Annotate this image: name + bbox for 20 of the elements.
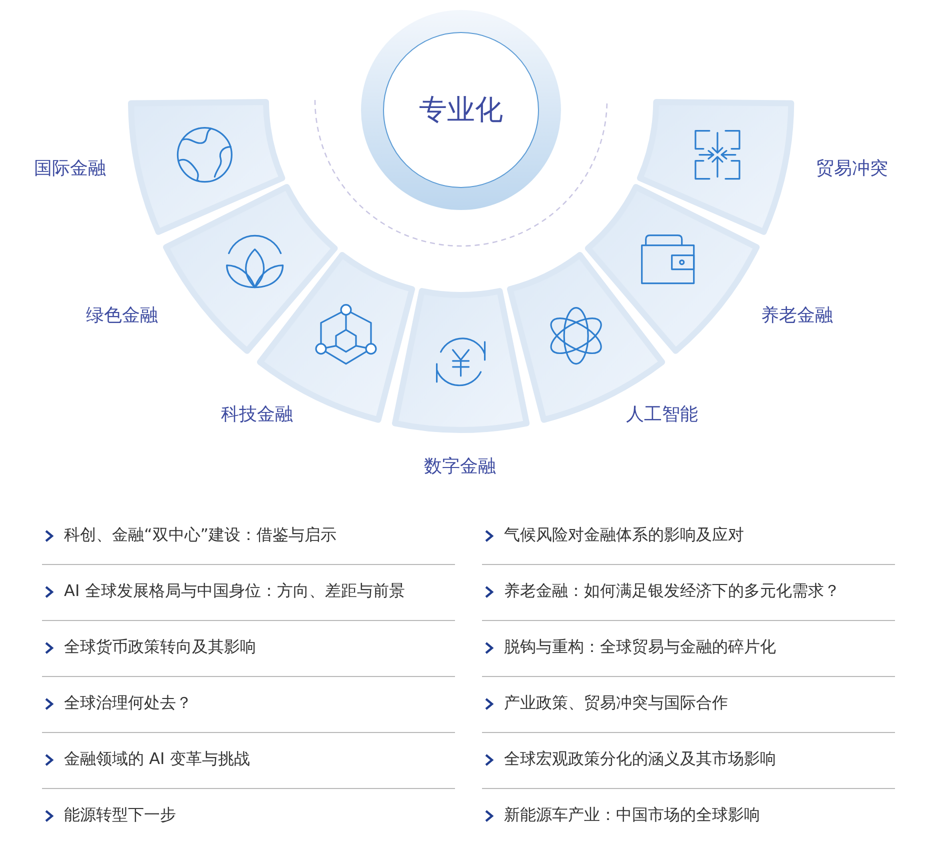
topic-item: 全球宏观政策分化的涵义及其市场影响 (504, 749, 776, 770)
segment-label: 数字金融 (424, 454, 496, 478)
topic-item: AI 全球发展格局与中国身位：方向、差距与前景 (64, 581, 405, 602)
segment-label: 人工智能 (626, 402, 698, 426)
topic-item: 气候风险对金融体系的影响及应对 (504, 525, 744, 546)
topic-item: 能源转型下一步 (64, 805, 176, 826)
topic-item: 科创、金融“双中心”建设：借鉴与启示 (64, 525, 337, 546)
center-label: 专业化 (419, 92, 503, 128)
topic-item: 全球治理何处去？ (64, 693, 192, 714)
topic-item: 产业政策、贸易冲突与国际合作 (504, 693, 728, 714)
topic-item: 脱钩与重构：全球贸易与金融的碎片化 (504, 637, 776, 658)
topic-item: 金融领域的 AI 变革与挑战 (64, 749, 250, 770)
segment-label: 养老金融 (760, 304, 833, 327)
topic-item: 新能源车产业：中国市场的全球影响 (504, 805, 760, 826)
segment-label: 国际金融 (34, 156, 106, 180)
segment-label: 科技金融 (221, 402, 293, 426)
topic-item: 养老金融：如何满足银发经济下的多元化需求？ (504, 581, 840, 602)
segment-label: 绿色金融 (86, 304, 158, 327)
topic-item: 全球货币政策转向及其影响 (64, 637, 256, 658)
segment-label: 贸易冲突 (816, 156, 888, 180)
